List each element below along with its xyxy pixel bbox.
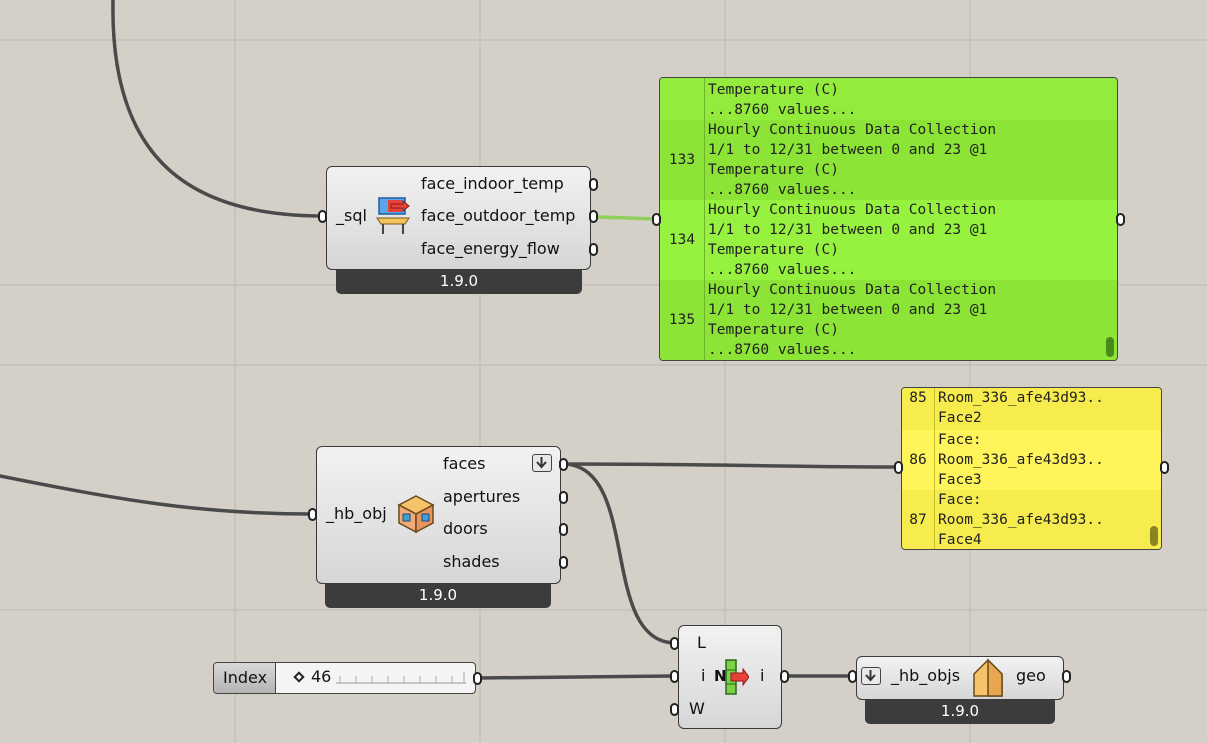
slider-value: 46: [311, 667, 332, 686]
row-index: 135: [668, 312, 696, 328]
row-line: Temperature (C): [708, 82, 839, 98]
preview-output-grip[interactable]: [1062, 670, 1071, 683]
row-line: Face:: [938, 432, 982, 448]
hbobj-component-version: 1.9.0: [325, 584, 551, 608]
green-panel-output-grip[interactable]: [1116, 213, 1125, 226]
green-data-panel[interactable]: 132 Temperature (C) ...8760 values... 133…: [659, 77, 1118, 361]
wire-faces-to-list: [564, 462, 676, 645]
row-line: Hourly Continuous Data Collection: [708, 282, 997, 298]
row-line: Face3: [938, 472, 982, 488]
output-face-outdoor-temp: face_outdoor_temp: [421, 206, 576, 225]
panel-scrollbar[interactable]: [1106, 337, 1114, 357]
preview-input-grip[interactable]: [848, 670, 857, 683]
item-output-grip[interactable]: [780, 670, 789, 683]
row-line: ...8760 values...: [708, 262, 857, 278]
panel-row: 87 Face: Room_336_afe43d93.. Face4: [902, 490, 1161, 549]
face-outdoor-temp-grip[interactable]: [589, 210, 598, 223]
row-line: 1/1 to 12/31 between 0 and 23 @1: [708, 142, 988, 158]
green-panel-input-grip[interactable]: [652, 213, 661, 226]
wire-faces-to-panel: [564, 462, 900, 469]
row-index: 134: [668, 232, 696, 248]
wire-sql-input: [111, 0, 322, 218]
row-index: 132: [660, 78, 704, 84]
slider-label: Index: [223, 668, 268, 687]
house-icon: [970, 656, 1006, 702]
row-index: 86: [909, 452, 927, 468]
index-column-divider: [934, 388, 935, 549]
list-item-icon: [713, 658, 750, 700]
sql-component-icon: [375, 196, 411, 240]
row-line: Room_336_afe43d93..: [938, 390, 1104, 406]
panel-row: 86 Face: Room_336_afe43d93.. Face3: [902, 430, 1161, 490]
list-input-grip[interactable]: [670, 637, 679, 650]
row-line: Hourly Continuous Data Collection: [708, 122, 997, 138]
graft-down-arrow-icon[interactable]: [861, 667, 881, 685]
input-wrap-label: W: [689, 699, 705, 718]
yellow-data-panel[interactable]: 85 Room_336_afe43d93.. Face2 86 Face: Room…: [901, 387, 1162, 550]
hbobj-component-icon: [396, 494, 436, 538]
row-line: Hourly Continuous Data Collection: [708, 202, 997, 218]
doors-grip[interactable]: [559, 523, 568, 536]
row-line: ...8760 values...: [708, 182, 857, 198]
hbobj-input-grip[interactable]: [308, 508, 317, 521]
slider-label-box: Index: [214, 663, 276, 693]
row-line: Temperature (C): [708, 242, 839, 258]
wire-slider-to-index: [476, 674, 676, 680]
output-doors: doors: [443, 519, 488, 538]
output-item-label: i: [760, 666, 765, 685]
index-column-divider: [704, 78, 705, 360]
sql-input-grip[interactable]: [318, 210, 327, 223]
input-index-label: i: [701, 666, 706, 685]
output-face-indoor-temp: face_indoor_temp: [421, 174, 564, 193]
panel-scrollbar[interactable]: [1150, 526, 1158, 546]
preview-output-label: geo: [1016, 666, 1046, 685]
row-line: Room_336_afe43d93..: [938, 452, 1104, 468]
input-list-label: L: [697, 633, 706, 652]
row-index: 85: [909, 390, 927, 406]
panel-row: 135 Hourly Continuous Data Collection 1/1…: [660, 280, 1117, 360]
panel-row: 132 Temperature (C) ...8760 values...: [660, 78, 1117, 120]
sql-component-version: 1.9.0: [336, 270, 582, 294]
shades-grip[interactable]: [559, 556, 568, 569]
face-energy-flow-grip[interactable]: [589, 243, 598, 256]
row-line: 1/1 to 12/31 between 0 and 23 @1: [708, 302, 988, 318]
row-line: Face:: [938, 492, 982, 508]
hbobj-input-label: _hb_obj: [326, 504, 387, 523]
flatten-down-arrow-icon[interactable]: [532, 454, 552, 472]
row-line: Face4: [938, 532, 982, 548]
row-line: Room_336_afe43d93..: [938, 512, 1104, 528]
panel-row: 133 Hourly Continuous Data Collection 1/1…: [660, 120, 1117, 200]
yellow-panel-input-grip[interactable]: [894, 461, 903, 474]
output-faces: faces: [443, 454, 486, 473]
index-input-grip[interactable]: [670, 670, 679, 683]
row-index: 87: [909, 512, 927, 528]
row-line: ...8760 values...: [708, 102, 857, 118]
row-line: 1/1 to 12/31 between 0 and 23 @1: [708, 222, 988, 238]
row-line: Face2: [938, 410, 982, 426]
wire-outdoor-temp: [596, 215, 658, 221]
row-line: ...8760 values...: [708, 342, 857, 358]
faces-grip[interactable]: [559, 458, 568, 471]
yellow-panel-output-grip[interactable]: [1160, 461, 1169, 474]
panel-row: 134 Hourly Continuous Data Collection 1/1…: [660, 200, 1117, 280]
apertures-grip[interactable]: [559, 491, 568, 504]
row-line: Temperature (C): [708, 322, 839, 338]
preview-input-label: _hb_objs: [891, 666, 961, 685]
sql-input-label: _sql: [336, 206, 367, 225]
face-indoor-temp-grip[interactable]: [589, 178, 598, 191]
row-index: 133: [668, 152, 696, 168]
list-item-icon-letter: N: [714, 667, 727, 685]
output-apertures: apertures: [443, 487, 521, 506]
preview-component-version: 1.9.0: [865, 700, 1055, 724]
output-shades: shades: [443, 552, 500, 571]
panel-row: 85 Room_336_afe43d93.. Face2: [902, 388, 1161, 430]
wire-hbobj-input: [0, 474, 314, 516]
slider-track[interactable]: [336, 670, 468, 686]
slider-output-grip[interactable]: [473, 672, 482, 685]
output-face-energy-flow: face_energy_flow: [421, 239, 560, 258]
row-line: Temperature (C): [708, 162, 839, 178]
wrap-input-grip[interactable]: [670, 703, 679, 716]
